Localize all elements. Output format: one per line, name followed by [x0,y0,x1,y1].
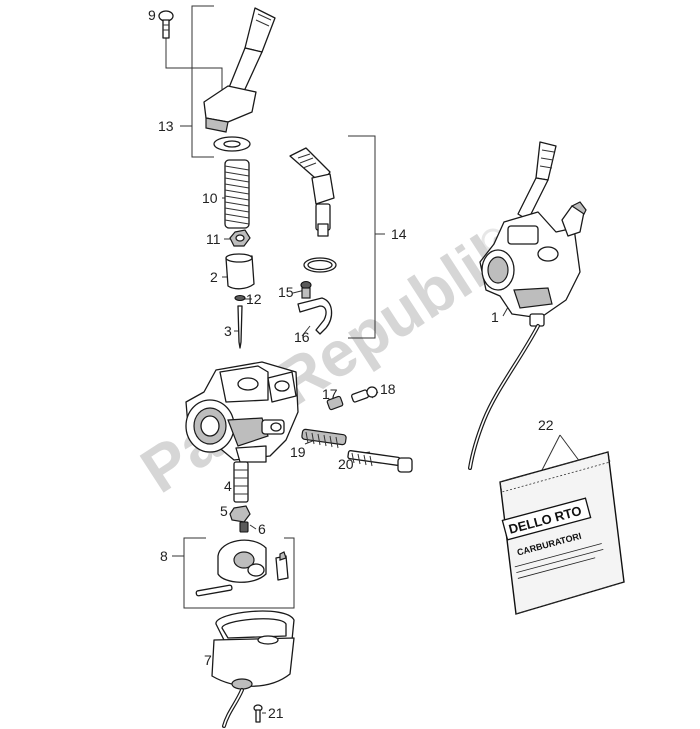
callout-9: 9 [148,7,156,23]
part-8-float [195,539,289,597]
part-7-float-bowl [211,610,295,728]
callout-20: 20 [338,456,354,472]
part-18-screw [351,386,378,403]
part-17-spring [326,395,344,411]
part-3-needle [237,305,243,349]
callout-6: 6 [258,521,266,537]
callout-18: 18 [380,381,396,397]
callout-2: 2 [210,269,218,285]
callout-19: 19 [290,444,306,460]
part-15-jet [300,280,312,299]
callout-3: 3 [224,323,232,339]
watermark: PartsRepublik [128,212,528,507]
part-5-nut [229,505,251,523]
part-4-jet [233,461,249,503]
part-21-screw [253,704,263,723]
bracket-8 [172,537,295,609]
part-14-choke [289,147,337,273]
carburetor-body [185,361,299,463]
callout-16: 16 [294,329,310,345]
part-10-spring [224,159,250,229]
part-11-clip [229,229,251,247]
part-6-jet [239,521,249,533]
part-19-spring [301,428,347,449]
callout-15: 15 [278,284,294,300]
callout-17: 17 [322,386,338,402]
callout-11: 11 [206,231,221,247]
part-2-slide [225,253,255,290]
part-22-repair-kit-bag: DELLO RTO CARBURATORI [499,451,625,615]
callout-4: 4 [224,478,232,494]
callout-13: 13 [158,118,174,134]
callout-7: 7 [204,652,212,668]
callout-10: 10 [202,190,218,206]
bracket-14 [348,135,385,339]
part-12-clip [234,294,246,302]
callout-8: 8 [160,548,168,564]
callout-1: 1 [491,309,499,325]
callout-21: 21 [268,705,284,721]
callout-14: 14 [391,226,407,242]
callout-labels: 1 2 3 4 5 6 7 8 9 10 11 12 13 14 15 16 1… [148,7,554,721]
callout-5: 5 [220,503,228,519]
callout-22: 22 [538,417,554,433]
part-13-cable-cap [203,7,276,152]
part-1-carburetor-assembly [468,141,587,470]
part-16-clip [297,297,333,335]
bracket-13 [165,5,223,158]
callout-12: 12 [246,291,262,307]
part-20-idle-screw [347,450,413,473]
part-9-screw [158,10,174,39]
